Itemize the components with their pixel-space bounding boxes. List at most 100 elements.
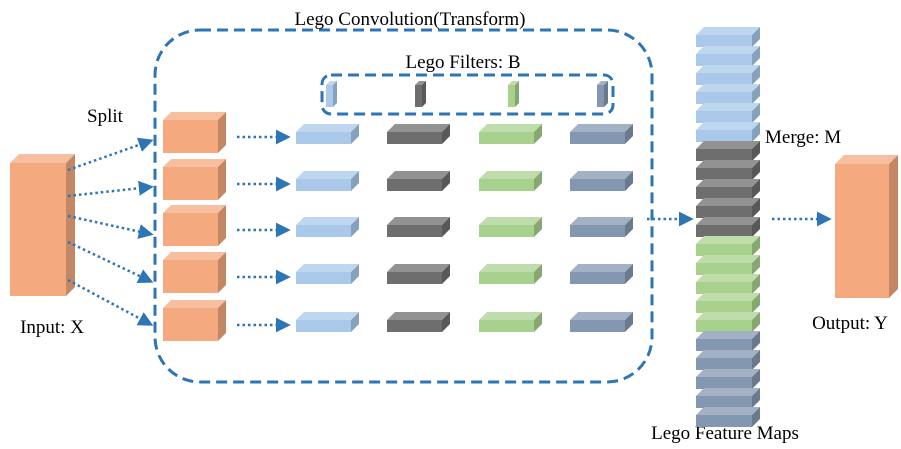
feature-map-slab bbox=[387, 312, 450, 332]
block-side-face bbox=[442, 171, 450, 191]
lego-filter bbox=[597, 81, 608, 107]
block-front-face bbox=[387, 320, 442, 332]
block-side-face bbox=[752, 217, 760, 237]
block-front-face bbox=[387, 132, 442, 144]
block-front-face bbox=[696, 358, 752, 370]
block-side-face bbox=[218, 252, 226, 293]
block-side-face bbox=[752, 141, 760, 161]
block-front-face bbox=[597, 85, 604, 107]
block-front-face bbox=[696, 244, 752, 256]
block-front-face bbox=[696, 168, 752, 180]
feature-map-slab bbox=[387, 171, 450, 191]
block-front-face bbox=[163, 308, 218, 341]
block-front-face bbox=[479, 320, 534, 332]
feature-map-slab bbox=[479, 312, 542, 332]
block-side-face bbox=[515, 81, 519, 107]
block-top-face bbox=[696, 369, 760, 377]
block-front-face bbox=[696, 92, 752, 104]
output-block bbox=[835, 155, 898, 298]
split-arrow bbox=[67, 278, 154, 326]
block-top-face bbox=[696, 27, 760, 35]
block-front-face bbox=[479, 272, 534, 284]
split-block bbox=[163, 252, 226, 293]
block-top-face bbox=[508, 81, 519, 85]
block-top-face bbox=[696, 103, 760, 111]
diagram-title: Lego Convolution(Transform) bbox=[295, 9, 526, 30]
block-top-face bbox=[163, 112, 226, 120]
block-side-face bbox=[752, 27, 760, 47]
block-front-face bbox=[696, 301, 752, 313]
block-top-face bbox=[696, 293, 760, 301]
split-arrow bbox=[67, 214, 154, 239]
block-side-face bbox=[351, 312, 359, 332]
stacked-feature-map bbox=[696, 369, 760, 389]
block-top-face bbox=[479, 217, 542, 225]
block-top-face bbox=[415, 81, 426, 85]
block-top-face bbox=[570, 171, 633, 179]
block-side-face bbox=[218, 300, 226, 341]
block-front-face bbox=[508, 85, 515, 107]
block-top-face bbox=[163, 252, 226, 260]
feature-map-slab bbox=[387, 217, 450, 237]
input-block bbox=[10, 154, 75, 296]
block-front-face bbox=[296, 132, 351, 144]
block-side-face bbox=[752, 407, 760, 427]
block-top-face bbox=[163, 205, 226, 213]
block-front-face bbox=[10, 163, 66, 296]
lego-convolution-boundary bbox=[153, 28, 654, 384]
block-top-face bbox=[387, 171, 450, 179]
feature-map-slab bbox=[387, 124, 450, 144]
block-front-face bbox=[696, 187, 752, 199]
stacked-feature-map bbox=[696, 46, 760, 66]
block-side-face bbox=[422, 81, 426, 107]
feature-map-slab bbox=[296, 217, 359, 237]
block-front-face bbox=[696, 415, 752, 427]
block-side-face bbox=[752, 65, 760, 85]
feature-map-slab bbox=[479, 217, 542, 237]
block-side-face bbox=[351, 171, 359, 191]
block-top-face bbox=[696, 236, 760, 244]
block-side-face bbox=[752, 103, 760, 123]
block-front-face bbox=[163, 167, 218, 200]
block-front-face bbox=[696, 282, 752, 294]
block-top-face bbox=[696, 198, 760, 206]
feature-map-slab bbox=[479, 124, 542, 144]
block-side-face bbox=[534, 217, 542, 237]
input-label: Input: X bbox=[20, 317, 84, 338]
feature-map-slab bbox=[479, 171, 542, 191]
block-side-face bbox=[625, 124, 633, 144]
block-front-face bbox=[696, 377, 752, 389]
block-top-face bbox=[163, 159, 226, 167]
block-front-face bbox=[570, 225, 625, 237]
stacked-feature-map bbox=[696, 141, 760, 161]
block-front-face bbox=[163, 260, 218, 293]
block-front-face bbox=[835, 164, 889, 298]
block-side-face bbox=[351, 124, 359, 144]
block-side-face bbox=[442, 264, 450, 284]
block-top-face bbox=[10, 154, 75, 163]
block-side-face bbox=[625, 264, 633, 284]
split-label: Split bbox=[87, 106, 124, 127]
feature-map-slab bbox=[296, 171, 359, 191]
stacked-feature-map bbox=[696, 407, 760, 427]
stacked-feature-map bbox=[696, 198, 760, 218]
block-top-face bbox=[296, 312, 359, 320]
block-side-face bbox=[752, 236, 760, 256]
block-top-face bbox=[696, 274, 760, 282]
block-front-face bbox=[570, 320, 625, 332]
lego-filter bbox=[508, 81, 519, 107]
block-top-face bbox=[696, 141, 760, 149]
block-top-face bbox=[479, 264, 542, 272]
block-front-face bbox=[479, 179, 534, 191]
feature-map-slab bbox=[570, 217, 633, 237]
block-top-face bbox=[570, 264, 633, 272]
block-side-face bbox=[752, 388, 760, 408]
block-side-face bbox=[752, 369, 760, 389]
block-front-face bbox=[570, 179, 625, 191]
split-block bbox=[163, 159, 226, 200]
stacked-feature-map bbox=[696, 27, 760, 47]
feature-map-slab bbox=[570, 312, 633, 332]
block-top-face bbox=[696, 312, 760, 320]
feature-map-slab bbox=[387, 264, 450, 284]
